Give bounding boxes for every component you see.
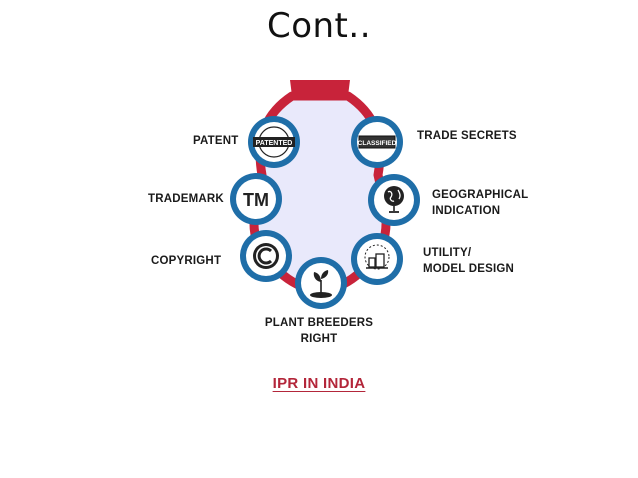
label-trademark: TRADEMARK [148, 193, 224, 205]
globe-icon [384, 186, 404, 213]
label-plant-breeders: PLANT BREEDERS RIGHT [262, 315, 376, 347]
slide-subtitle: IPR IN INDIA [272, 375, 366, 392]
classified-badge-text: CLASSIFIED [358, 140, 397, 147]
tm-icon: TM [243, 190, 269, 210]
label-plant-breeders-line2: RIGHT [300, 333, 338, 345]
node-copyright [240, 230, 292, 282]
label-plant-breeders-line1: PLANT BREEDERS [264, 317, 374, 329]
label-copyright: COPYRIGHT [151, 255, 222, 267]
label-utility-model: UTILITY/ MODEL DESIGN [423, 245, 514, 277]
patented-badge-text: PATENTED [256, 140, 293, 147]
label-utility-model-line1: UTILITY/ [423, 247, 472, 259]
label-geographical-indication-line1: GEOGRAPHICAL [432, 189, 529, 201]
classified-stamp-icon: CLASSIFIED [358, 135, 397, 149]
patented-stamp-icon: PATENTED [253, 126, 295, 158]
model-design-icon [364, 244, 390, 270]
label-utility-model-line2: MODEL DESIGN [423, 263, 515, 275]
label-patent: PATENT [193, 135, 239, 147]
seedling-icon [310, 270, 332, 298]
node-geographical-indication [368, 174, 420, 226]
label-trade-secrets: TRADE SECRETS [417, 130, 517, 142]
node-utility-model [351, 233, 403, 285]
node-trademark: TM [230, 173, 282, 225]
node-trade-secrets: CLASSIFIED [351, 116, 403, 168]
label-geographical-indication-line2: INDICATION [432, 205, 501, 217]
copyright-icon [253, 243, 279, 269]
label-geographical-indication: GEOGRAPHICAL INDICATION [432, 187, 528, 219]
node-patent: PATENTED [248, 116, 300, 168]
slide-title: Cont.. [266, 6, 372, 46]
node-plant-breeders [295, 257, 347, 309]
